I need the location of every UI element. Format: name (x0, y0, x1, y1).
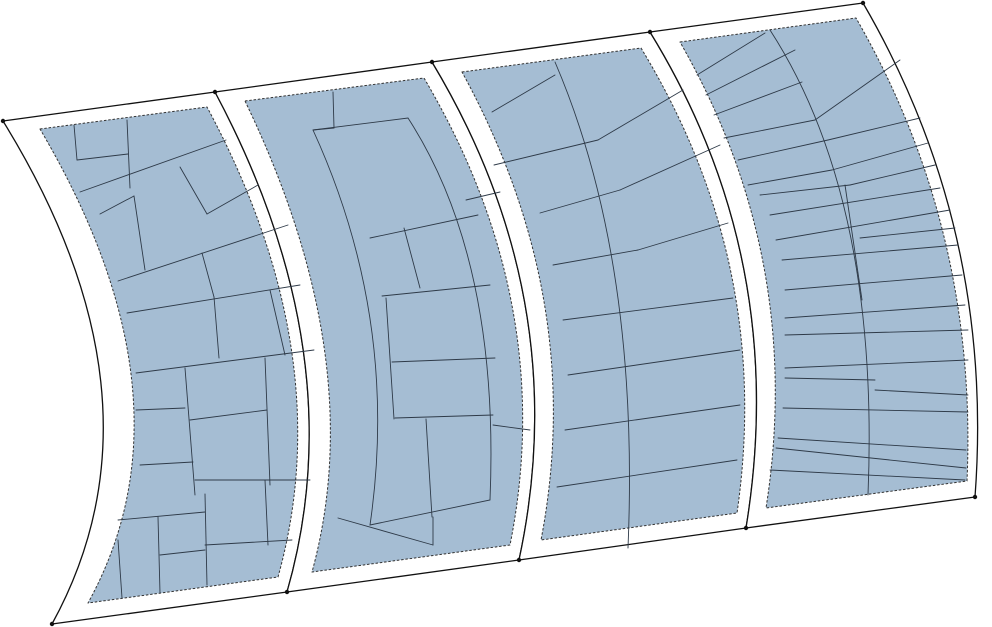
corner-dot (212, 89, 218, 95)
panel-3-area (461, 47, 746, 541)
panel-2-subdivisions (312, 91, 531, 546)
panel-1-subdivisions (73, 119, 315, 599)
corner-dot (0, 118, 6, 124)
corner-dot (647, 29, 653, 35)
panel-1-area (39, 106, 299, 604)
corner-dot (972, 494, 978, 500)
panel-2-area (244, 77, 524, 573)
corner-dot (516, 557, 522, 563)
corner-dot (284, 589, 290, 595)
panel-3-subdivisions (491, 61, 741, 549)
panel-4-area (679, 17, 969, 509)
panel-4-subdivisions (696, 29, 969, 496)
panel-areas (39, 17, 969, 604)
corner-dot (429, 59, 435, 65)
corner-dot (860, 0, 866, 6)
corner-dot (49, 621, 55, 627)
corner-dot (743, 525, 749, 531)
